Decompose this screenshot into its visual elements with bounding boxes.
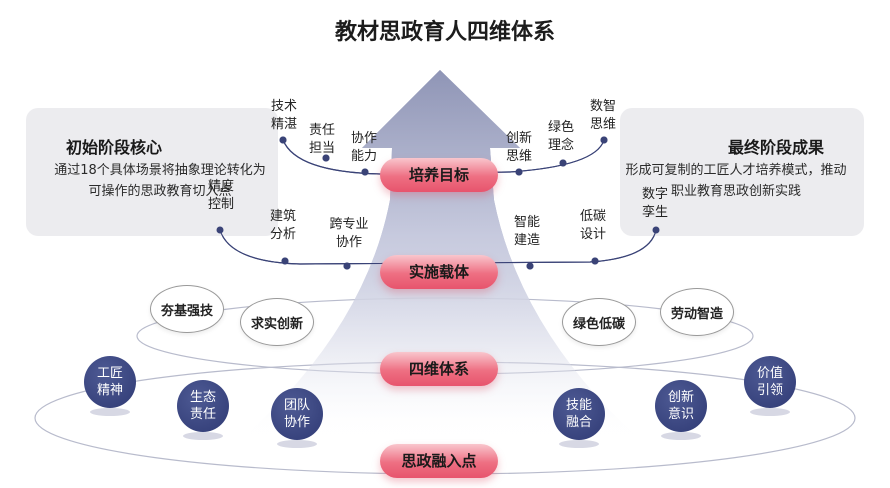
page-title: 教材思政育人四维体系: [334, 20, 555, 45]
point-label: 技能融合: [565, 398, 592, 430]
carrier-label: 低碳设计: [579, 209, 606, 242]
point-label: 价值引领: [756, 366, 783, 398]
dimension-bubble: 求实创新: [240, 298, 314, 346]
initial-stage-heading: 初始阶段核心: [66, 138, 163, 157]
goal-label: 责任担当: [308, 123, 335, 156]
goal-label: 数智思维: [589, 99, 616, 132]
pill-four-dimensions: 四维体系: [380, 352, 498, 386]
point-label: 工匠精神: [96, 366, 123, 398]
point-circle: 工匠精神: [84, 356, 136, 408]
dimension-bubble: 绿色低碳: [562, 298, 636, 346]
goal-label: 创新思维: [505, 131, 532, 164]
initial-stage-panel: 初始阶段核心 通过18个具体场景将抽象理论转化为可操作的思政教育切入点: [26, 108, 278, 236]
carrier-label: 智能建造: [513, 215, 540, 248]
pill-integration-point: 思政融入点: [380, 444, 498, 478]
point-label: 团队协作: [283, 398, 310, 430]
point-circle: 技能融合: [553, 388, 605, 440]
goal-label: 协作能力: [350, 131, 377, 164]
carrier-label: 数字孪生: [641, 187, 668, 220]
final-stage-text: 形成可复制的工匠人才培养模式，推动职业教育思政创新实践: [625, 163, 847, 199]
dimension-bubble: 夯基强技: [150, 285, 224, 333]
carrier-label: 建筑分析: [269, 209, 296, 242]
point-circle: 价值引领: [744, 356, 796, 408]
point-circle: 生态责任: [177, 380, 229, 432]
goal-label: 技术精湛: [270, 99, 297, 132]
goal-label: 绿色理念: [547, 120, 574, 153]
point-label: 创新意识: [667, 390, 694, 422]
point-circle: 团队协作: [271, 388, 323, 440]
initial-stage-text: 通过18个具体场景将抽象理论转化为可操作的思政教育切入点: [54, 163, 266, 199]
final-stage-heading: 最终阶段成果: [727, 138, 824, 157]
pill-training-goal: 培养目标: [380, 158, 498, 192]
carrier-label: 精度控制: [207, 179, 234, 212]
pill-carrier: 实施载体: [380, 255, 498, 289]
final-stage-panel: 最终阶段成果 形成可复制的工匠人才培养模式，推动职业教育思政创新实践: [620, 108, 864, 236]
point-circle: 创新意识: [655, 380, 707, 432]
dimension-bubble: 劳动智造: [660, 288, 734, 336]
carrier-label: 跨专业协作: [329, 217, 369, 250]
point-label: 生态责任: [189, 390, 216, 422]
